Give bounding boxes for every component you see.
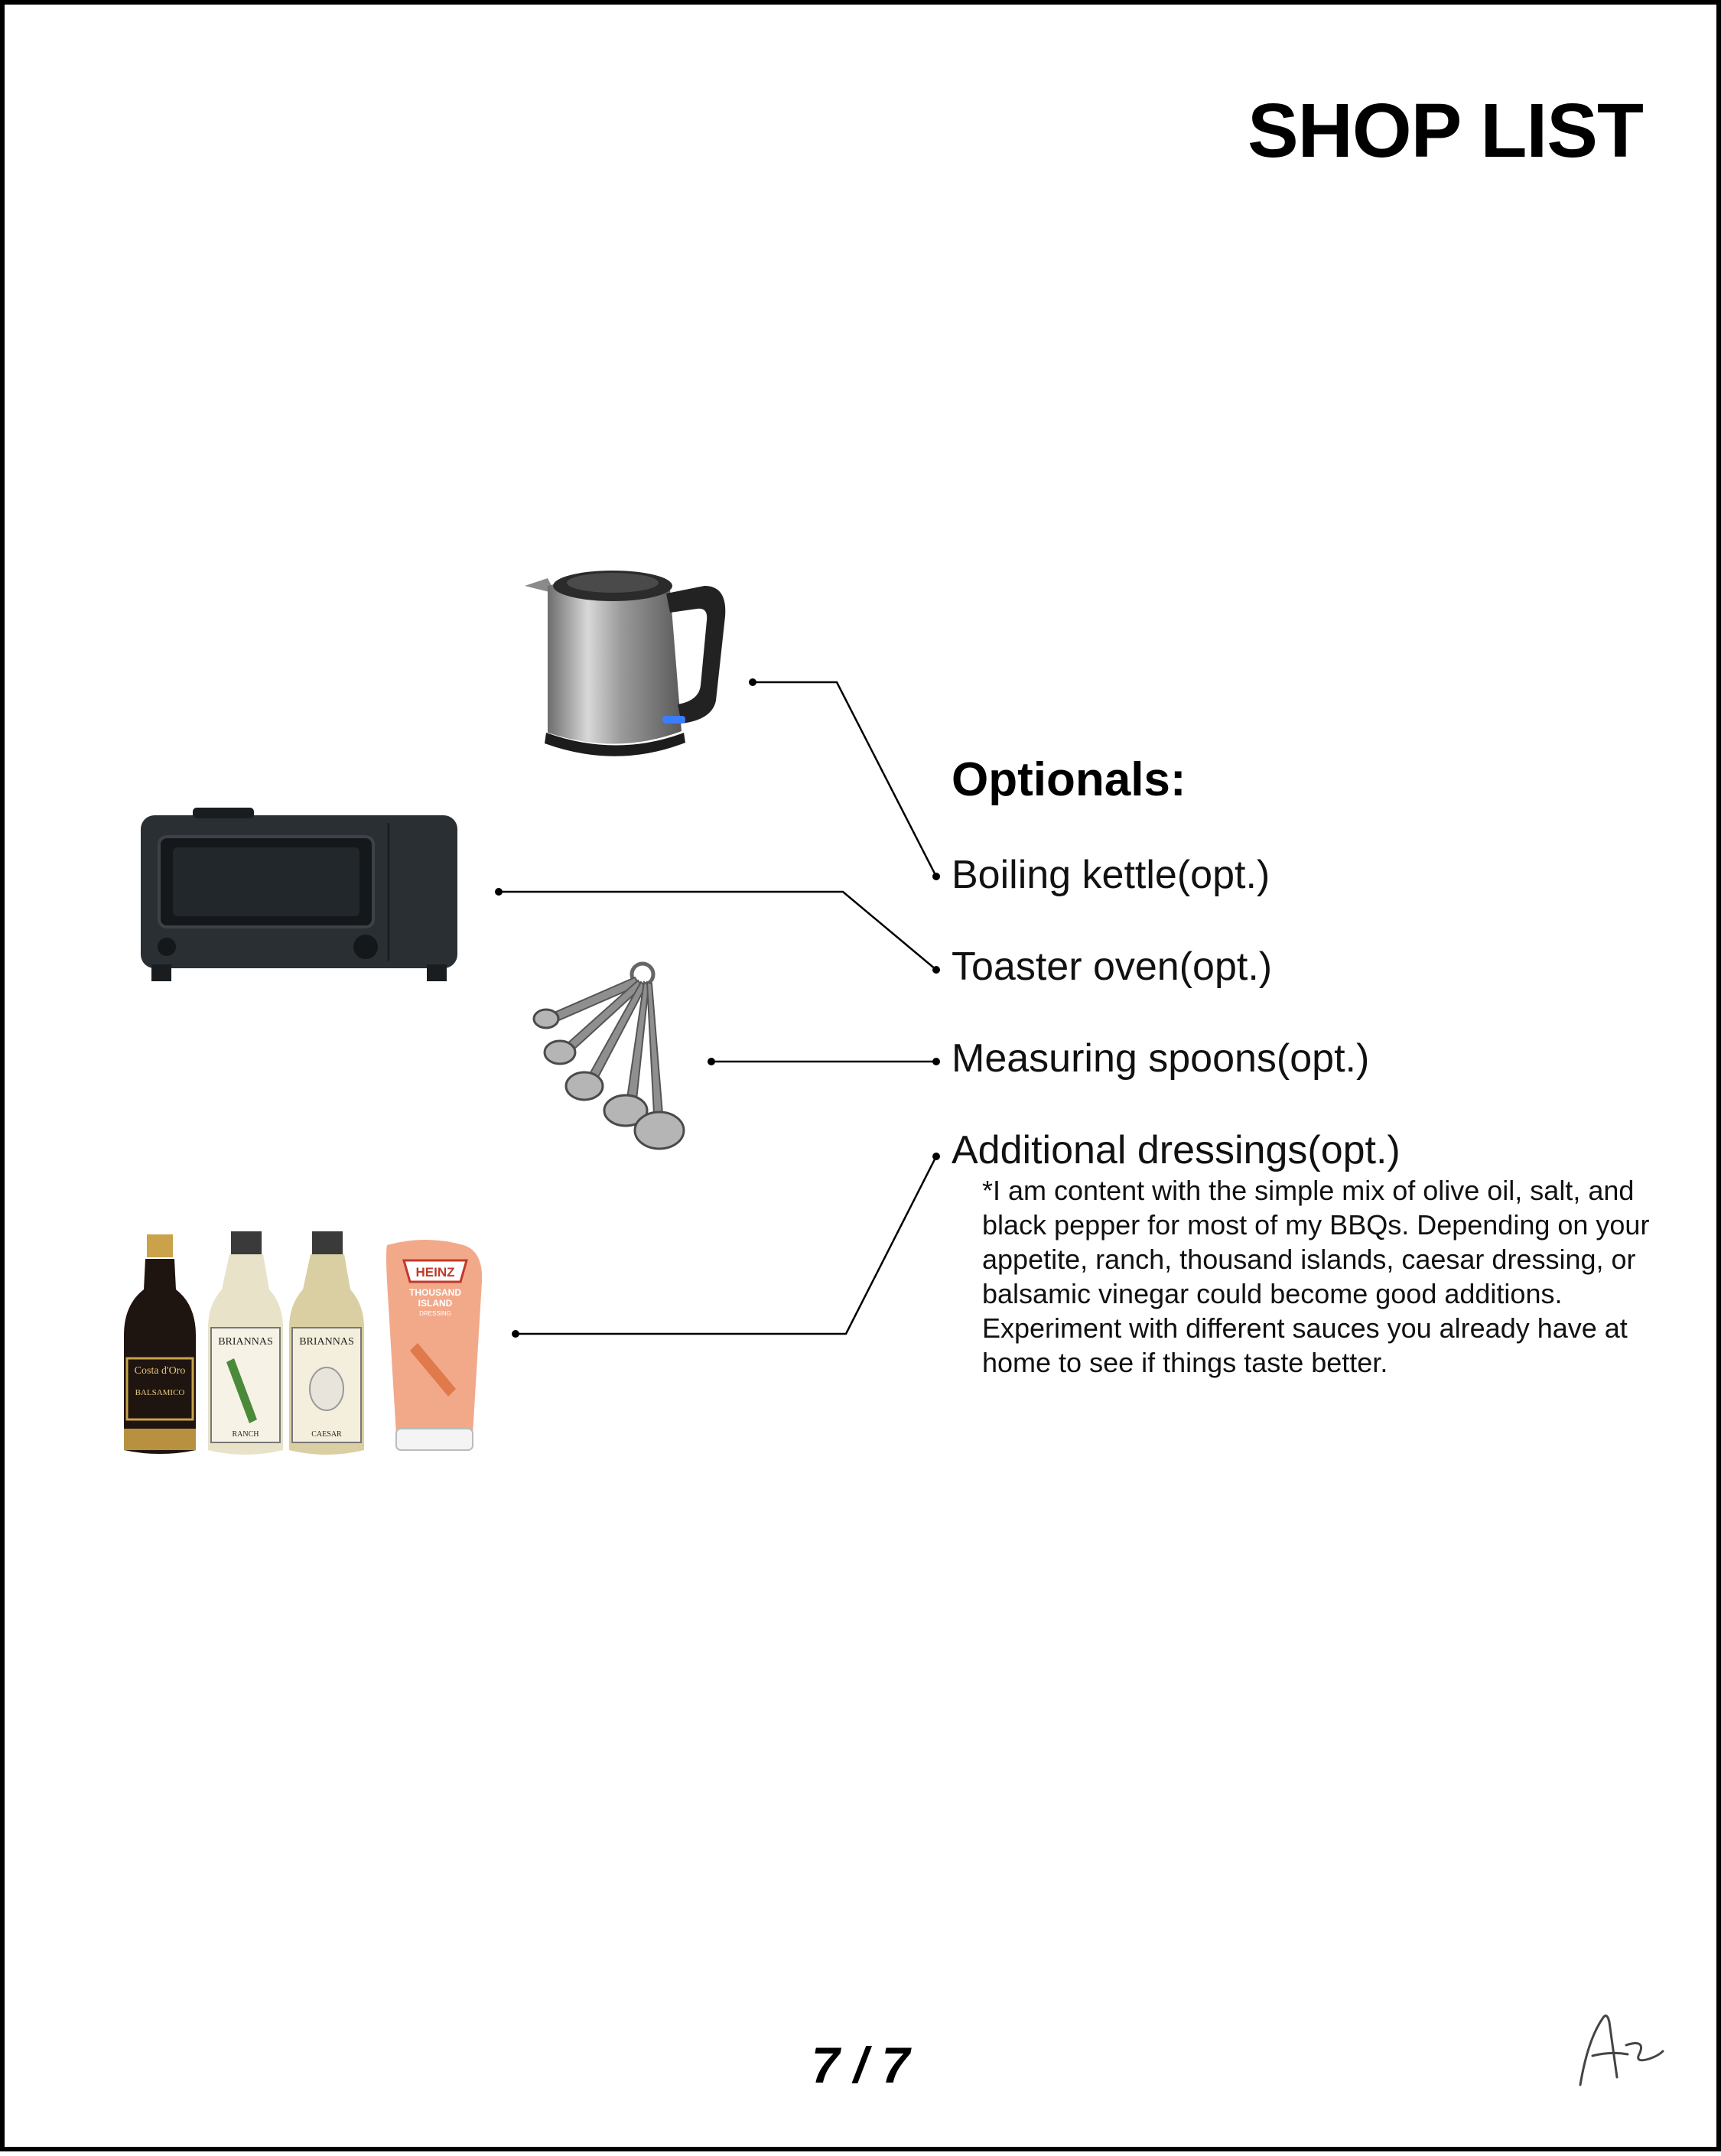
item-toaster-oven: Toaster oven(opt.)	[952, 945, 1273, 989]
page-number: 7 / 7	[811, 2037, 910, 2093]
balsamic-type-label: BALSAMICO	[135, 1388, 185, 1397]
signature-icon	[1579, 2015, 1664, 2086]
caesar-type-label: CAESAR	[311, 1430, 342, 1439]
balsamic-brand-label: Costa d'Oro	[135, 1365, 186, 1377]
item-measuring-spoons: Measuring spoons(opt.)	[952, 1036, 1370, 1081]
leader-dot-kettle-end	[932, 873, 940, 880]
measuring-spoons-icon	[532, 961, 685, 1150]
optionals-heading: Optionals:	[952, 753, 1186, 806]
heinz-type-line2: ISLAND	[418, 1298, 453, 1309]
kettle-icon	[525, 571, 726, 756]
dressing-bottles-icon: Costa d'Oro BALSAMICO BRIANNAS RANCH BRI…	[124, 1231, 483, 1455]
leader-dot-dressings-end	[932, 1153, 940, 1160]
dressings-note: *I am content with the simple mix of oli…	[982, 1175, 1650, 1378]
leader-lines	[495, 678, 940, 1338]
leader-line-dressings	[516, 1156, 938, 1335]
item-boiling-kettle: Boiling kettle(opt.)	[952, 853, 1270, 897]
caesar-brand-label: BRIANNAS	[299, 1336, 354, 1348]
leader-dot-dressings-start	[512, 1330, 519, 1338]
leader-dot-toaster-start	[495, 888, 503, 896]
heinz-brand-label: HEINZ	[416, 1265, 455, 1280]
ranch-type-label: RANCH	[232, 1430, 259, 1439]
leader-dot-toaster-end	[932, 966, 940, 974]
leader-dot-spoons-end	[932, 1058, 940, 1065]
item-additional-dressings: Additional dressings(opt.)	[952, 1128, 1401, 1172]
leader-dot-kettle-start	[749, 678, 756, 686]
leader-line-kettle	[753, 681, 938, 877]
heinz-type-line3: DRESSING	[419, 1310, 451, 1317]
heinz-type-line1: THOUSAND	[409, 1287, 461, 1298]
toaster-oven-icon	[141, 808, 457, 981]
page-title: SHOP LIST	[1247, 88, 1644, 174]
leader-line-toaster	[499, 890, 937, 971]
leader-dot-spoons-start	[708, 1058, 715, 1065]
ranch-brand-label: BRIANNAS	[218, 1336, 273, 1348]
